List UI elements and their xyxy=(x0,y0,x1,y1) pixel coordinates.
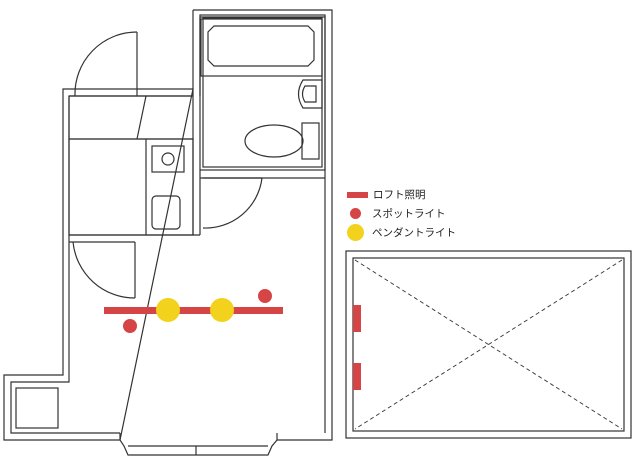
loft-light-bar xyxy=(353,363,361,390)
legend-item-pendant-light: ペンダントライト xyxy=(346,223,456,242)
balcony-window xyxy=(119,433,278,456)
door-swing-icon xyxy=(72,241,136,299)
stove-burner xyxy=(161,152,175,166)
entry-step xyxy=(136,95,147,140)
toilet-tank xyxy=(301,122,320,160)
entrance-wall-cap xyxy=(192,10,201,96)
entrance-door-arc xyxy=(74,31,138,97)
room-wall-top xyxy=(69,170,325,236)
legend-spot-light-swatch xyxy=(350,208,361,219)
bathtub-icon xyxy=(207,25,315,67)
pendant-light xyxy=(156,298,180,322)
room-door-arc xyxy=(72,241,136,299)
kitchen-counter xyxy=(68,138,194,236)
loft-void-icon xyxy=(354,259,623,430)
bathroom-room-inner xyxy=(202,17,323,168)
outer-wall-inner xyxy=(10,16,326,434)
shoe-storage xyxy=(68,95,194,140)
outer-wall-outer xyxy=(3,9,333,441)
bathroom xyxy=(199,14,326,171)
outer-walls xyxy=(3,9,333,441)
legend-pendant-light-swatch xyxy=(347,224,364,241)
window-sash xyxy=(128,445,268,455)
kitchen-divider xyxy=(145,139,194,235)
kitchen xyxy=(68,138,194,236)
toilet-icon xyxy=(244,124,304,158)
legend-loft-light-swatch xyxy=(347,191,368,198)
closet xyxy=(15,387,59,429)
legend-item-spot-light: スポットライト xyxy=(346,204,456,223)
bathroom-room xyxy=(199,14,326,171)
loft-plan xyxy=(345,250,632,439)
entry-storage xyxy=(68,95,194,140)
door-swing-icon xyxy=(74,31,138,97)
sink-icon xyxy=(297,79,323,109)
bathtub-rim xyxy=(200,18,323,77)
bath-door-arc xyxy=(202,177,263,229)
room-walls xyxy=(69,170,325,243)
legend-label: スポットライト xyxy=(372,208,446,220)
door-swing-icon xyxy=(202,177,263,229)
pendant-light xyxy=(210,298,234,322)
spot-light xyxy=(258,289,272,303)
legend-label: ペンダントライト xyxy=(372,227,456,239)
legend-item-loft-light: ロフト照明 xyxy=(346,185,456,204)
lighting xyxy=(104,289,283,333)
loft-light-bar xyxy=(104,307,283,314)
loft-outer xyxy=(345,250,632,439)
refrigerator-icon xyxy=(151,195,181,230)
legend: ロフト照明 スポットライト ペンダントライト xyxy=(346,185,456,242)
legend-label: ロフト照明 xyxy=(373,189,426,201)
loft-light-bar xyxy=(353,305,361,332)
loft-inner xyxy=(352,257,625,432)
stove-icon xyxy=(151,145,185,173)
window-frame xyxy=(119,433,278,456)
spot-light xyxy=(123,319,137,333)
